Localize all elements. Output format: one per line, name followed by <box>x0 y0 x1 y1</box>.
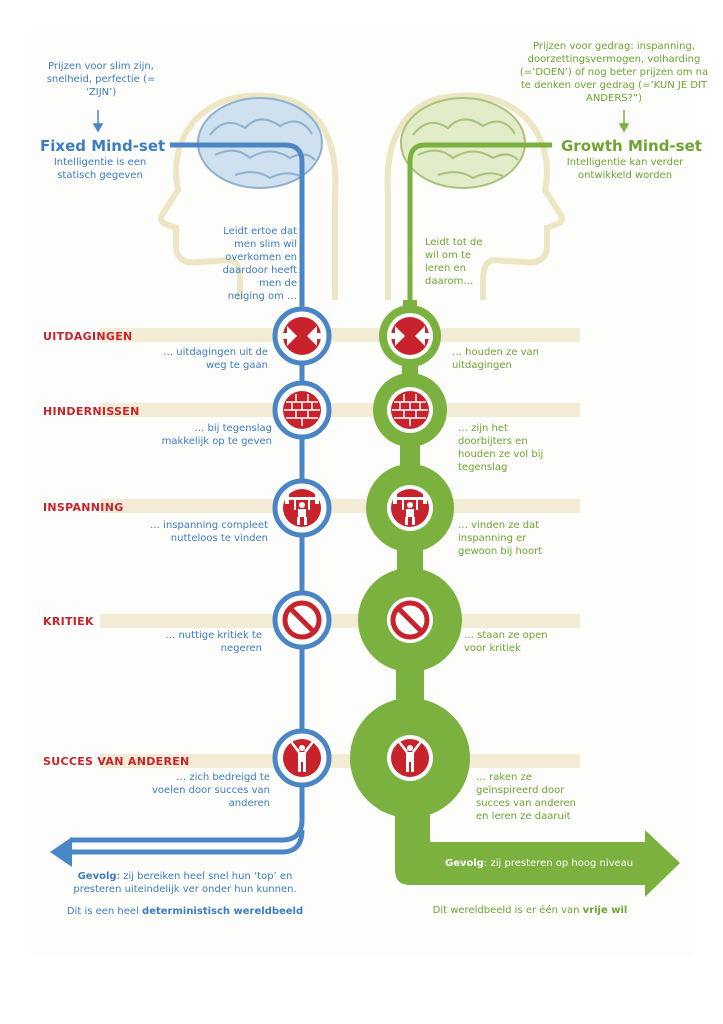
fixed-response: … inspanning compleet nutteloos te vinde… <box>140 519 268 545</box>
fixed-leads-text: Leidt ertoe dat men slim wil overkomen e… <box>222 225 297 303</box>
growth-worldview: Dit wereldbeeld is er één van vrije wil <box>400 904 660 917</box>
growth-result: Gevolg: zij presteren op hoog niveau <box>445 857 645 870</box>
weightlifter-icon <box>391 489 429 527</box>
growth-result-text: : zij presteren op hoog niveau <box>484 858 633 869</box>
fixed-response: … zich bedreigd te voelen door succes va… <box>140 771 270 810</box>
fixed-response: … uitdagingen uit de weg te gaan <box>140 346 268 372</box>
growth-response: … raken ze geïnspireerd door succes van … <box>476 771 586 823</box>
fixed-response: … nuttige kritiek te negeren <box>150 629 262 655</box>
fixed-praise-text: Prijzen voor slim zijn, snelheid, perfec… <box>45 60 157 99</box>
growth-worldview-bold: vrije wil <box>583 905 628 916</box>
growth-response: … zijn het doorbijters en houden ze vol … <box>458 422 564 474</box>
growth-response: … staan ze open voor kritiek <box>464 629 570 655</box>
brick-wall-icon <box>283 391 321 429</box>
fixed-worldview: Dit is een heel deterministisch wereldbe… <box>60 905 310 918</box>
growth-response: … houden ze van uitdagingen <box>452 346 562 372</box>
cheering-person-icon <box>283 739 321 777</box>
fixed-worldview-prefix: Dit is een heel <box>67 906 142 917</box>
arrows-inward-icon <box>283 317 321 355</box>
growth-leads-text: Leidt tot de wil om te leren en daarom… <box>425 236 495 288</box>
fixed-title: Fixed Mind-set <box>40 137 165 155</box>
growth-title: Growth Mind-set <box>561 137 702 155</box>
fixed-subtitle: Intelligentie is een statisch gegeven <box>45 156 155 182</box>
no-entry-icon <box>393 603 427 637</box>
fixed-response: … bij tegenslag makkelijk op te geven <box>150 422 272 448</box>
growth-result-label: Gevolg <box>445 858 484 869</box>
growth-praise-text: Prijzen voor gedrag: inspanning, doorzet… <box>515 40 713 105</box>
brick-wall-icon <box>391 391 429 429</box>
stage-label-kritiek: KRITIEK <box>43 615 94 628</box>
cheering-person-icon <box>391 739 429 777</box>
no-entry-icon <box>285 603 319 637</box>
stage-label-inspanning: INSPANNING <box>43 501 124 514</box>
arrows-inward-icon <box>391 317 429 355</box>
fixed-worldview-bold: deterministisch wereldbeeld <box>142 906 303 917</box>
stage-label-succes-van-anderen: SUCCES VAN ANDEREN <box>43 755 190 768</box>
stage-label-uitdagingen: UITDAGINGEN <box>43 330 133 343</box>
fixed-result-label: Gevolg <box>78 871 117 882</box>
growth-worldview-prefix: Dit wereldbeeld is er één van <box>433 905 583 916</box>
growth-response: … vinden ze dat inspanning er gewoon bij… <box>458 519 556 558</box>
fixed-result: Gevolg: zij bereiken heel snel hun ‘top’… <box>60 870 310 896</box>
stage-label-hindernissen: HINDERNISSEN <box>43 405 140 418</box>
weightlifter-icon <box>283 489 321 527</box>
growth-subtitle: Intelligentie kan verder ontwikkeld word… <box>565 156 685 182</box>
